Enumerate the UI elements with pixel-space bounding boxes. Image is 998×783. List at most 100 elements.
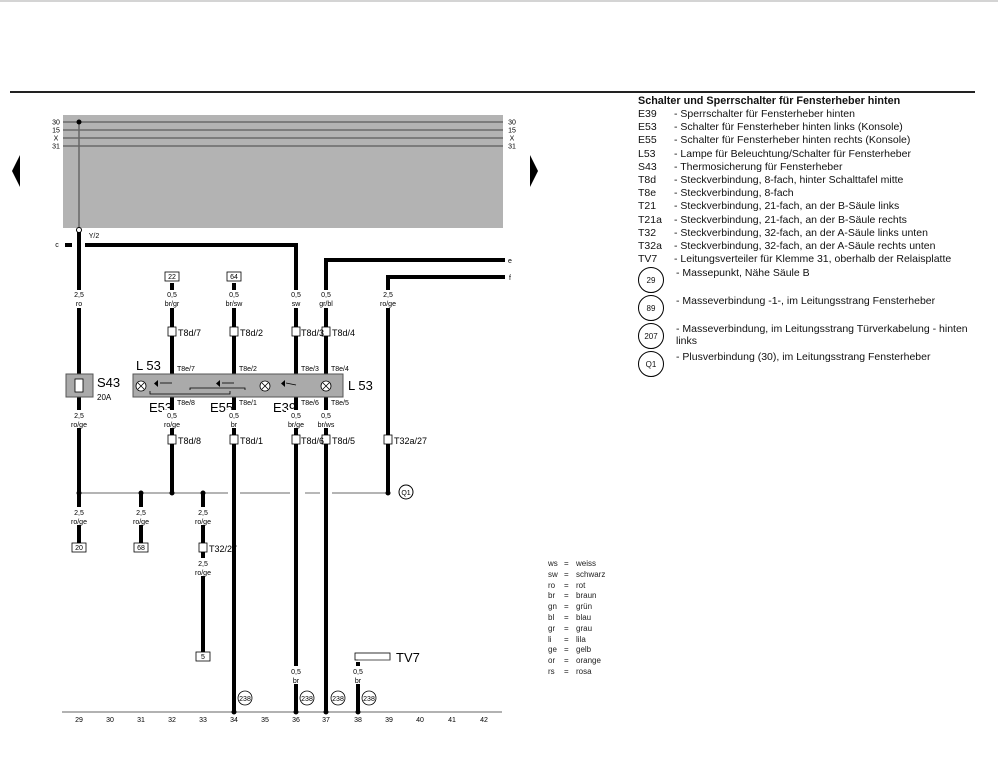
f-label: f (509, 275, 511, 282)
svg-text:37: 37 (322, 717, 330, 724)
color-row: sw=schwarz (548, 570, 605, 581)
fuse-s43 (65, 373, 94, 398)
bus-label: 15 (52, 128, 60, 135)
equals: = (564, 580, 569, 590)
q1-circle (398, 484, 414, 500)
svg-text:ro/ge: ro/ge (195, 570, 211, 577)
svg-text:ro/ge: ro/ge (133, 519, 149, 526)
svg-text:sw: sw (292, 301, 302, 308)
bus-label: 31 (52, 144, 60, 151)
svg-text:42: 42 (480, 717, 488, 724)
svg-text:0,5: 0,5 (321, 292, 331, 299)
svg-text:2,5: 2,5 (74, 292, 84, 299)
plus-point-icon: Q1 (638, 351, 664, 378)
legend-desc: - Leitungsverteiler für Klemme 31, oberh… (674, 253, 952, 266)
legend-code: T32a (638, 240, 662, 253)
legend-desc: - Schalter für Fensterheber hinten links… (674, 121, 903, 134)
prev-page-arrow-icon[interactable] (12, 155, 20, 187)
connector-icons (167, 326, 393, 553)
pin-label: T8e/1 (239, 400, 257, 407)
terminal-5: 5 (201, 654, 205, 661)
svg-text:br/ge: br/ge (288, 422, 304, 429)
color-row: ro=rot (548, 581, 605, 592)
next-page-arrow-icon[interactable] (530, 155, 538, 187)
track-dots (231, 709, 361, 715)
legend-item: T32a- Steckverbindung, 32-fach, an der A… (638, 240, 978, 253)
svg-text:40: 40 (416, 717, 424, 724)
color-code: ws (548, 559, 558, 568)
legend-code: E55 (638, 134, 657, 147)
legend-item: L53 - Lampe für Beleuchtung/Schalter für … (638, 148, 978, 161)
legend-code: E53 (638, 121, 657, 134)
svg-text:0,5: 0,5 (167, 292, 177, 299)
svg-text:0,5: 0,5 (321, 413, 331, 420)
legend-ground-item: Q1- Plusverbindung (30), im Leitungsstra… (638, 351, 978, 378)
svg-text:32: 32 (168, 717, 176, 724)
color-code: sw (548, 569, 558, 579)
connector-label: T8d/3 (301, 328, 324, 338)
connector-label: T8d/1 (240, 436, 263, 446)
svg-text:39: 39 (385, 717, 393, 724)
color-name: weiss (576, 559, 597, 568)
e-label: e (508, 258, 512, 265)
color-name: gelb (576, 645, 592, 655)
svg-text:br/ws: br/ws (318, 422, 335, 429)
legend-code: T21 (638, 200, 657, 213)
color-code: gn (548, 602, 557, 612)
legend-code: TV7 (638, 253, 658, 266)
q1-label: Q1 (401, 490, 410, 497)
legend-item: T8e- Steckverbindung, 8-fach (638, 187, 978, 200)
s43-rating: 20A (97, 393, 112, 402)
component-legend: Schalter und Sperrschalter für Fensterhe… (638, 95, 978, 378)
legend-code: T21a (638, 213, 662, 226)
svg-text:29: 29 (75, 717, 83, 724)
bus-label: X (510, 136, 515, 143)
svg-text:0,5: 0,5 (229, 413, 239, 420)
svg-text:31: 31 (137, 717, 145, 724)
legend-desc: - Schalter für Fensterheber hinten recht… (674, 134, 911, 147)
legend-item: TV7 - Leitungsverteiler für Klemme 31, ob… (638, 253, 978, 266)
tv7-distributor (354, 652, 391, 661)
color-code: gr (548, 623, 556, 633)
color-row: or=orange (548, 656, 605, 667)
svg-text:br/sw: br/sw (226, 301, 244, 308)
color-code: bl (548, 612, 555, 622)
color-name: grün (576, 602, 593, 612)
svg-text:0,5: 0,5 (229, 292, 239, 299)
svg-text:0,5: 0,5 (291, 669, 301, 676)
color-code: ro (548, 580, 556, 590)
ground-label: 238 (239, 696, 251, 703)
equals: = (564, 559, 569, 568)
t32-connector-label: T32/27 (209, 544, 237, 554)
color-name: grau (576, 623, 593, 633)
svg-text:35: 35 (261, 717, 269, 724)
legend-desc: - Massepunkt, Nähe Säule B (676, 267, 810, 280)
color-code: li (548, 634, 552, 644)
svg-text:ro/ge: ro/ge (195, 519, 211, 526)
equals: = (564, 623, 569, 633)
connector-label: T8d/8 (178, 436, 201, 446)
svg-text:2,5: 2,5 (74, 413, 84, 420)
ground-label: 238 (363, 696, 375, 703)
svg-text:ro/ge: ro/ge (71, 422, 87, 429)
color-name: blau (576, 612, 592, 622)
legend-desc: - Lampe für Beleuchtung/Schalter für Fen… (674, 147, 911, 160)
svg-text:36: 36 (292, 717, 300, 724)
legend-item: E39- Sperrschalter für Fensterheber hint… (638, 108, 978, 121)
ground-label: 238 (301, 696, 313, 703)
pin-label: T8e/2 (239, 366, 257, 373)
svg-text:2,5: 2,5 (74, 510, 84, 517)
svg-text:gr/bl: gr/bl (319, 301, 333, 308)
legend-code: E39 (638, 108, 657, 120)
svg-text:33: 33 (199, 717, 207, 724)
legend-desc: - Steckverbindung, 32-fach, an der A-Säu… (674, 226, 928, 239)
legend-desc: - Steckverbindung, 21-fach, an der B-Säu… (674, 213, 907, 226)
color-row: bl=blau (548, 613, 605, 624)
equals: = (564, 634, 569, 644)
legend-title: Schalter und Sperrschalter für Fensterhe… (638, 95, 901, 107)
color-row: ge=gelb (548, 645, 605, 656)
legend-code: L53 (638, 147, 656, 160)
svg-text:ro/ge: ro/ge (71, 519, 87, 526)
